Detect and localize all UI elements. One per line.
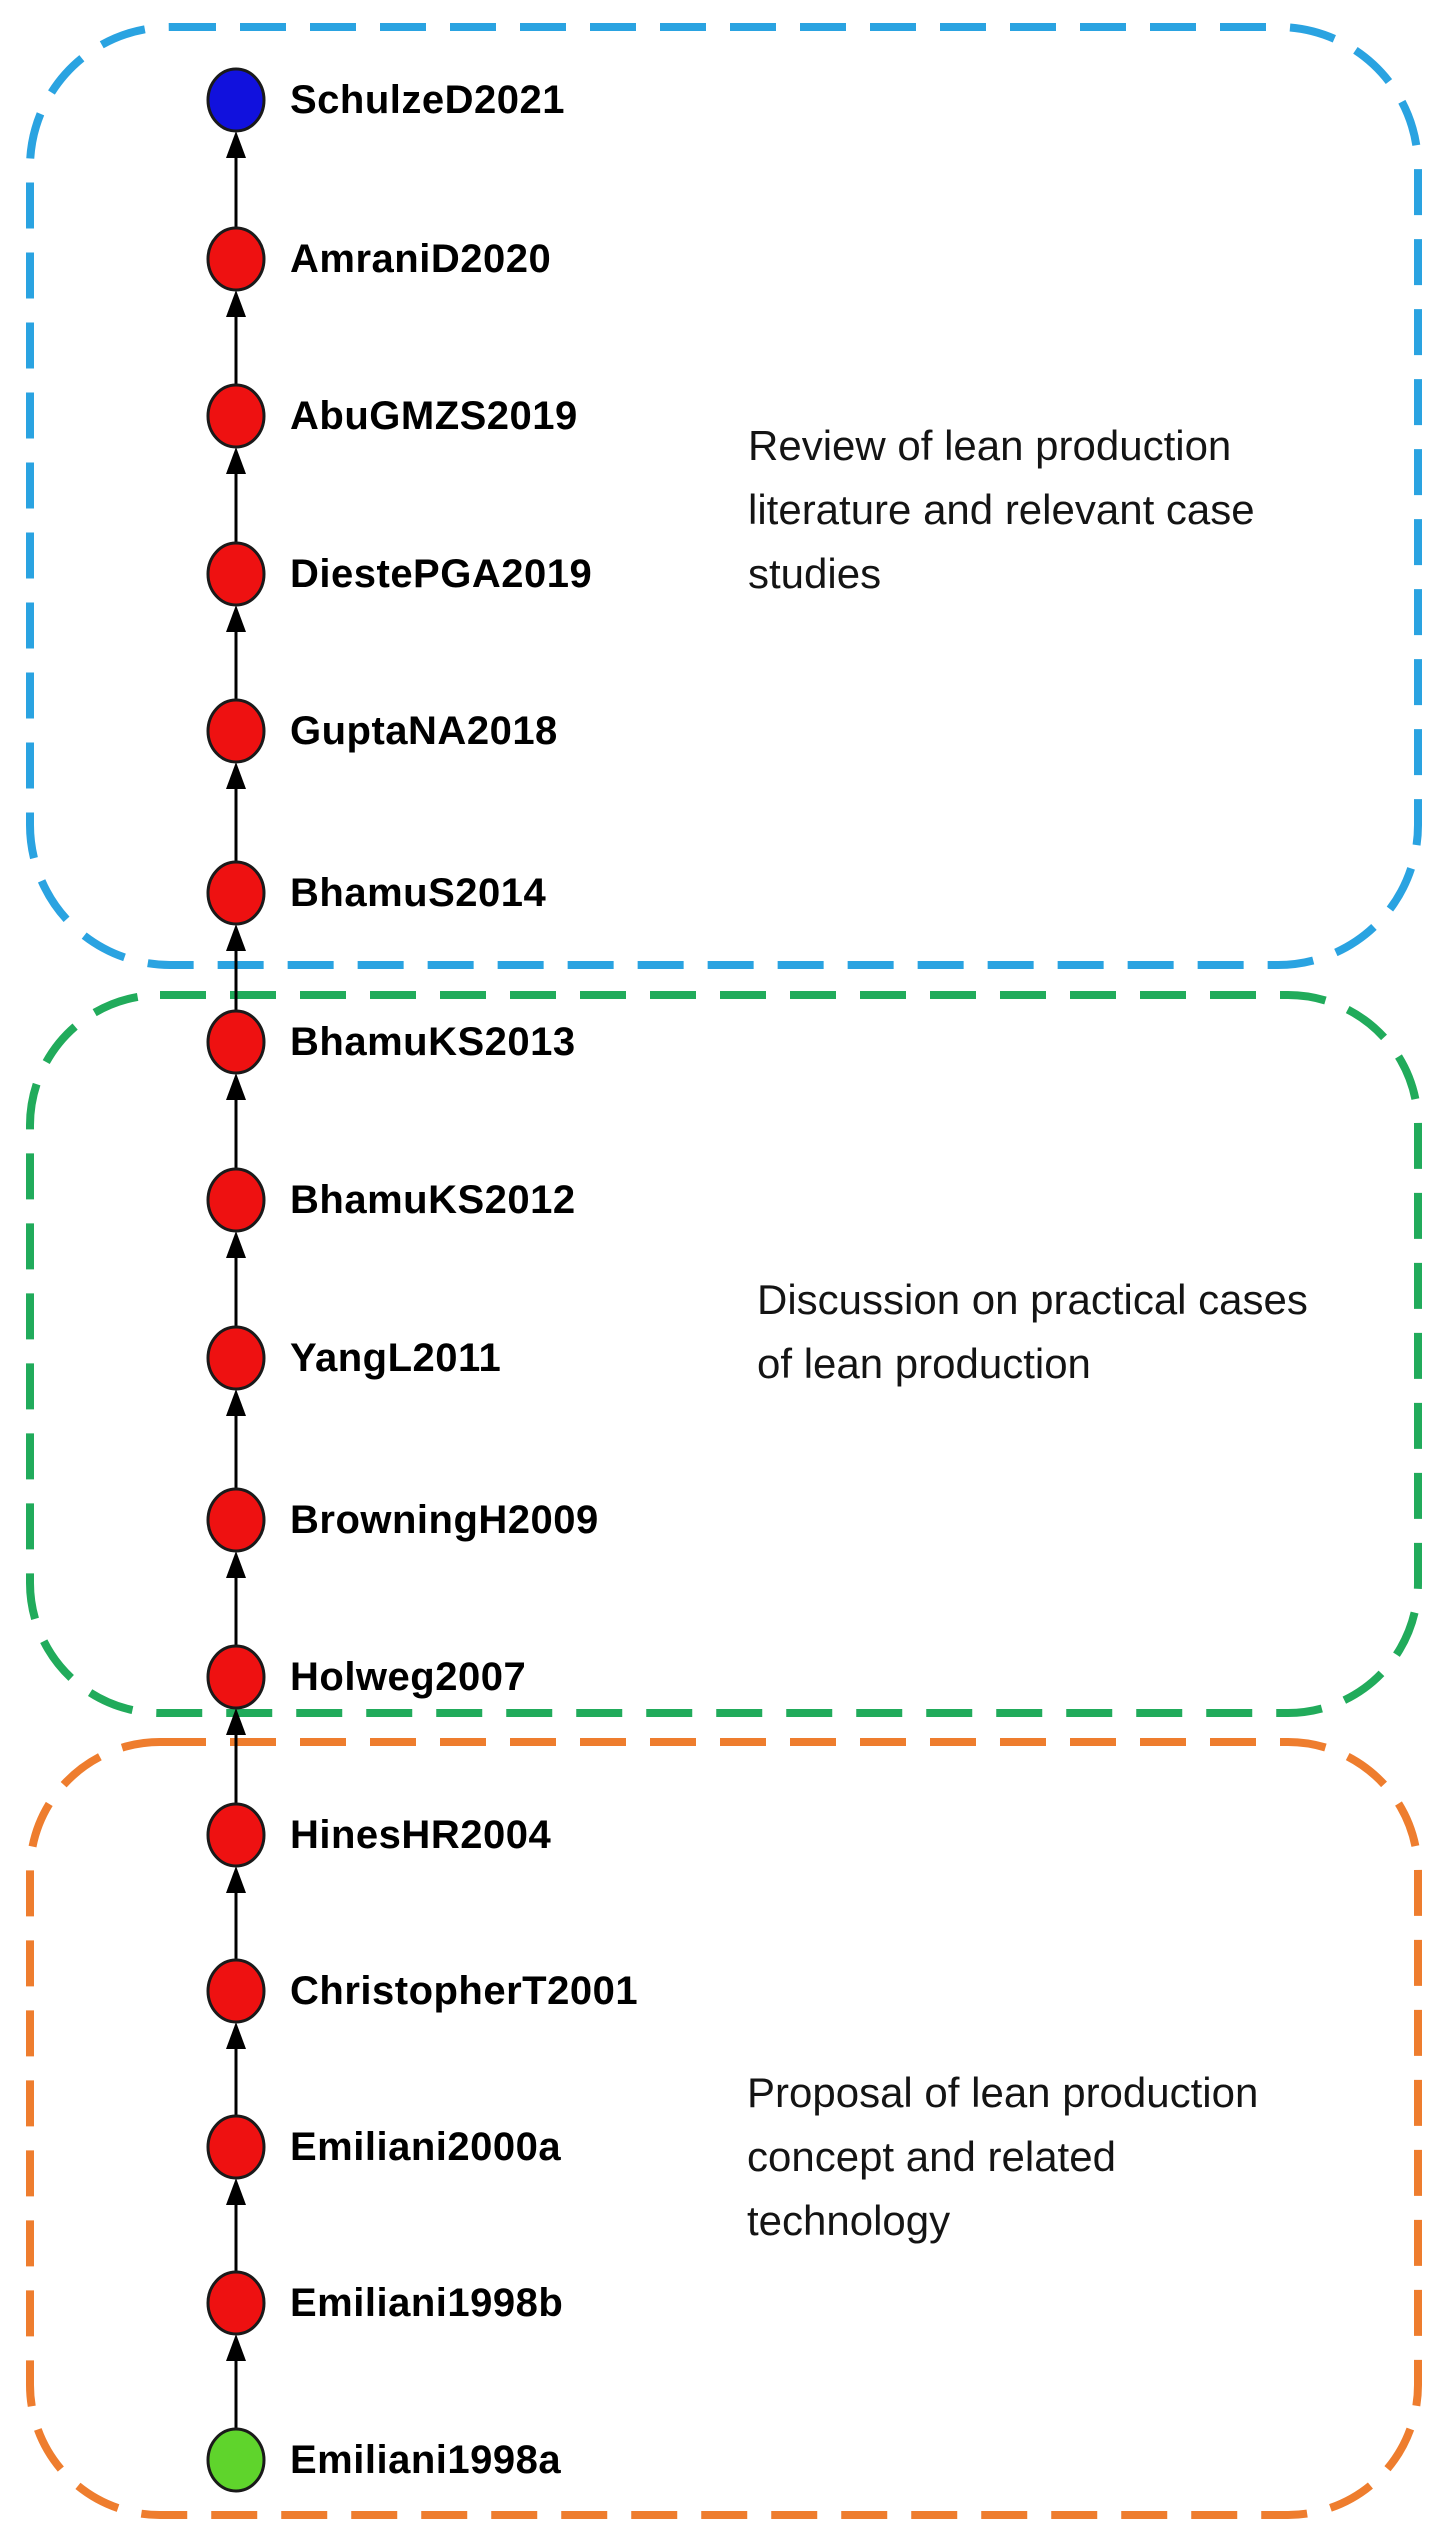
node-dot-diestepga2019: [206, 541, 266, 607]
node-dot-yangl2011: [206, 1325, 266, 1391]
node-label-emiliani1998a: Emiliani1998a: [290, 2437, 562, 2482]
node-label-hineshr2004: HinesHR2004: [290, 1812, 552, 1857]
group-box-proposal: [26, 1738, 1422, 2519]
node-label-diestepga2019: DiestePGA2019: [290, 551, 593, 596]
node-label-guptana2018: GuptaNA2018: [290, 708, 558, 753]
node-label-bhamuks2012: BhamuKS2012: [290, 1177, 576, 1222]
citation-arrow: [226, 2022, 246, 2116]
group-box-review: [26, 23, 1422, 969]
node-label-yangl2011: YangL2011: [290, 1335, 502, 1380]
node-dot-bhamuks2013: [206, 1009, 266, 1075]
node-dot-hineshr2004: [206, 1802, 266, 1868]
citation-arrow: [226, 605, 246, 700]
node-label-schulzed2021: SchulzeD2021: [290, 77, 566, 122]
node-label-emiliani2000a: Emiliani2000a: [290, 2124, 562, 2169]
citation-arrow: [226, 447, 246, 543]
citation-arrow: [226, 1866, 246, 1960]
node-label-holweg2007: Holweg2007: [290, 1654, 527, 1699]
group-caption-review: Review of lean production literature and…: [748, 422, 1255, 597]
citation-arrow: [226, 1389, 246, 1489]
node-label-bhamus2014: BhamuS2014: [290, 870, 547, 915]
node-label-abugmzs2019: AbuGMZS2019: [290, 393, 578, 438]
citation-arrow: [226, 1551, 246, 1646]
citation-arrow: [226, 1073, 246, 1169]
citation-arrow: [226, 762, 246, 862]
group-box-discussion: [26, 991, 1422, 1717]
node-label-christophert2001: ChristopherT2001: [290, 1968, 639, 2013]
citation-arrow: [226, 131, 246, 228]
group-caption-discussion: Discussion on practical cases of lean pr…: [757, 1276, 1308, 1387]
node-label-bhamuks2013: BhamuKS2013: [290, 1019, 576, 1064]
node-label-browningh2009: BrowningH2009: [290, 1497, 599, 1542]
citation-arrow: [226, 2334, 246, 2429]
node-dot-emiliani1998b: [206, 2270, 266, 2336]
node-dot-bhamuks2012: [206, 1167, 266, 1233]
group-caption-proposal: Proposal of lean production concept and …: [747, 2069, 1259, 2244]
node-dot-emiliani2000a: [206, 2114, 266, 2180]
node-dot-emiliani1998a: [206, 2427, 266, 2493]
node-dot-holweg2007: [206, 1644, 266, 1710]
node-label-emiliani1998b: Emiliani1998b: [290, 2280, 564, 2325]
citation-arrow: [226, 290, 246, 385]
citation-arrow: [226, 924, 246, 1011]
node-dot-abugmzs2019: [206, 383, 266, 449]
node-dot-schulzed2021: [206, 67, 266, 133]
node-label-amranid2020: AmraniD2020: [290, 236, 552, 281]
node-dot-amranid2020: [206, 226, 266, 292]
node-dot-bhamus2014: [206, 860, 266, 926]
node-dot-christophert2001: [206, 1958, 266, 2024]
citation-arrow: [226, 2178, 246, 2272]
node-dot-browningh2009: [206, 1487, 266, 1553]
citation-arrow: [226, 1231, 246, 1327]
citation-arrow: [226, 1708, 246, 1804]
node-dot-guptana2018: [206, 698, 266, 764]
